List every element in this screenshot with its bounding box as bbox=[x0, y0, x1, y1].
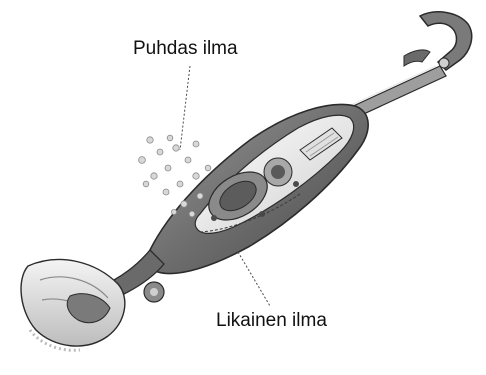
handle-grip bbox=[420, 12, 472, 70]
clean-air-leader-line bbox=[180, 66, 190, 150]
dirty-air-leader-line bbox=[238, 252, 270, 306]
main-body bbox=[147, 104, 368, 273]
dirty-air-label: Likainen ilma bbox=[216, 310, 327, 332]
mop-head bbox=[21, 260, 125, 351]
clean-air-label: Puhdas ilma bbox=[133, 38, 238, 60]
